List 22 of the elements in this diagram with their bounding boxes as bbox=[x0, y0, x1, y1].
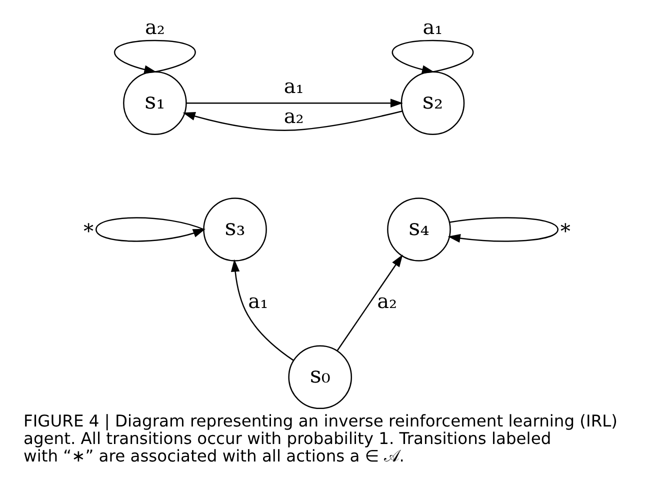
edge-label: ∗ bbox=[558, 214, 572, 239]
node-circle: s₀ bbox=[288, 344, 352, 409]
edge-label: a₂ bbox=[377, 288, 398, 313]
arrow bbox=[336, 254, 403, 350]
edge-label: a₁ bbox=[422, 14, 443, 39]
arrow bbox=[114, 39, 196, 74]
node-circle: s₃ bbox=[203, 197, 267, 261]
arrow bbox=[182, 110, 403, 130]
edge-label: a₁ bbox=[248, 288, 268, 313]
arrow bbox=[448, 216, 558, 242]
arrow bbox=[96, 216, 206, 242]
edge-label: a₂ bbox=[144, 14, 165, 39]
arrow bbox=[392, 39, 474, 74]
node-circle: s₄ bbox=[387, 197, 451, 261]
node-circle: s₂ bbox=[400, 70, 465, 134]
caption: FIGURE 4 | Diagram representing an inverse reinforcement learning (IRL) agent. All transitions occur with probability 1. Transitions labeled with “∗” are associated with all actions a ∈ 𝒜. bbox=[24, 410, 618, 465]
edge-label: a₁ bbox=[284, 73, 304, 98]
node-circle: s₁ bbox=[123, 70, 187, 134]
edge-label: ∗ bbox=[82, 214, 96, 239]
arrow bbox=[230, 258, 294, 360]
arrow bbox=[186, 98, 403, 107]
edge-label: a₂ bbox=[284, 103, 304, 128]
